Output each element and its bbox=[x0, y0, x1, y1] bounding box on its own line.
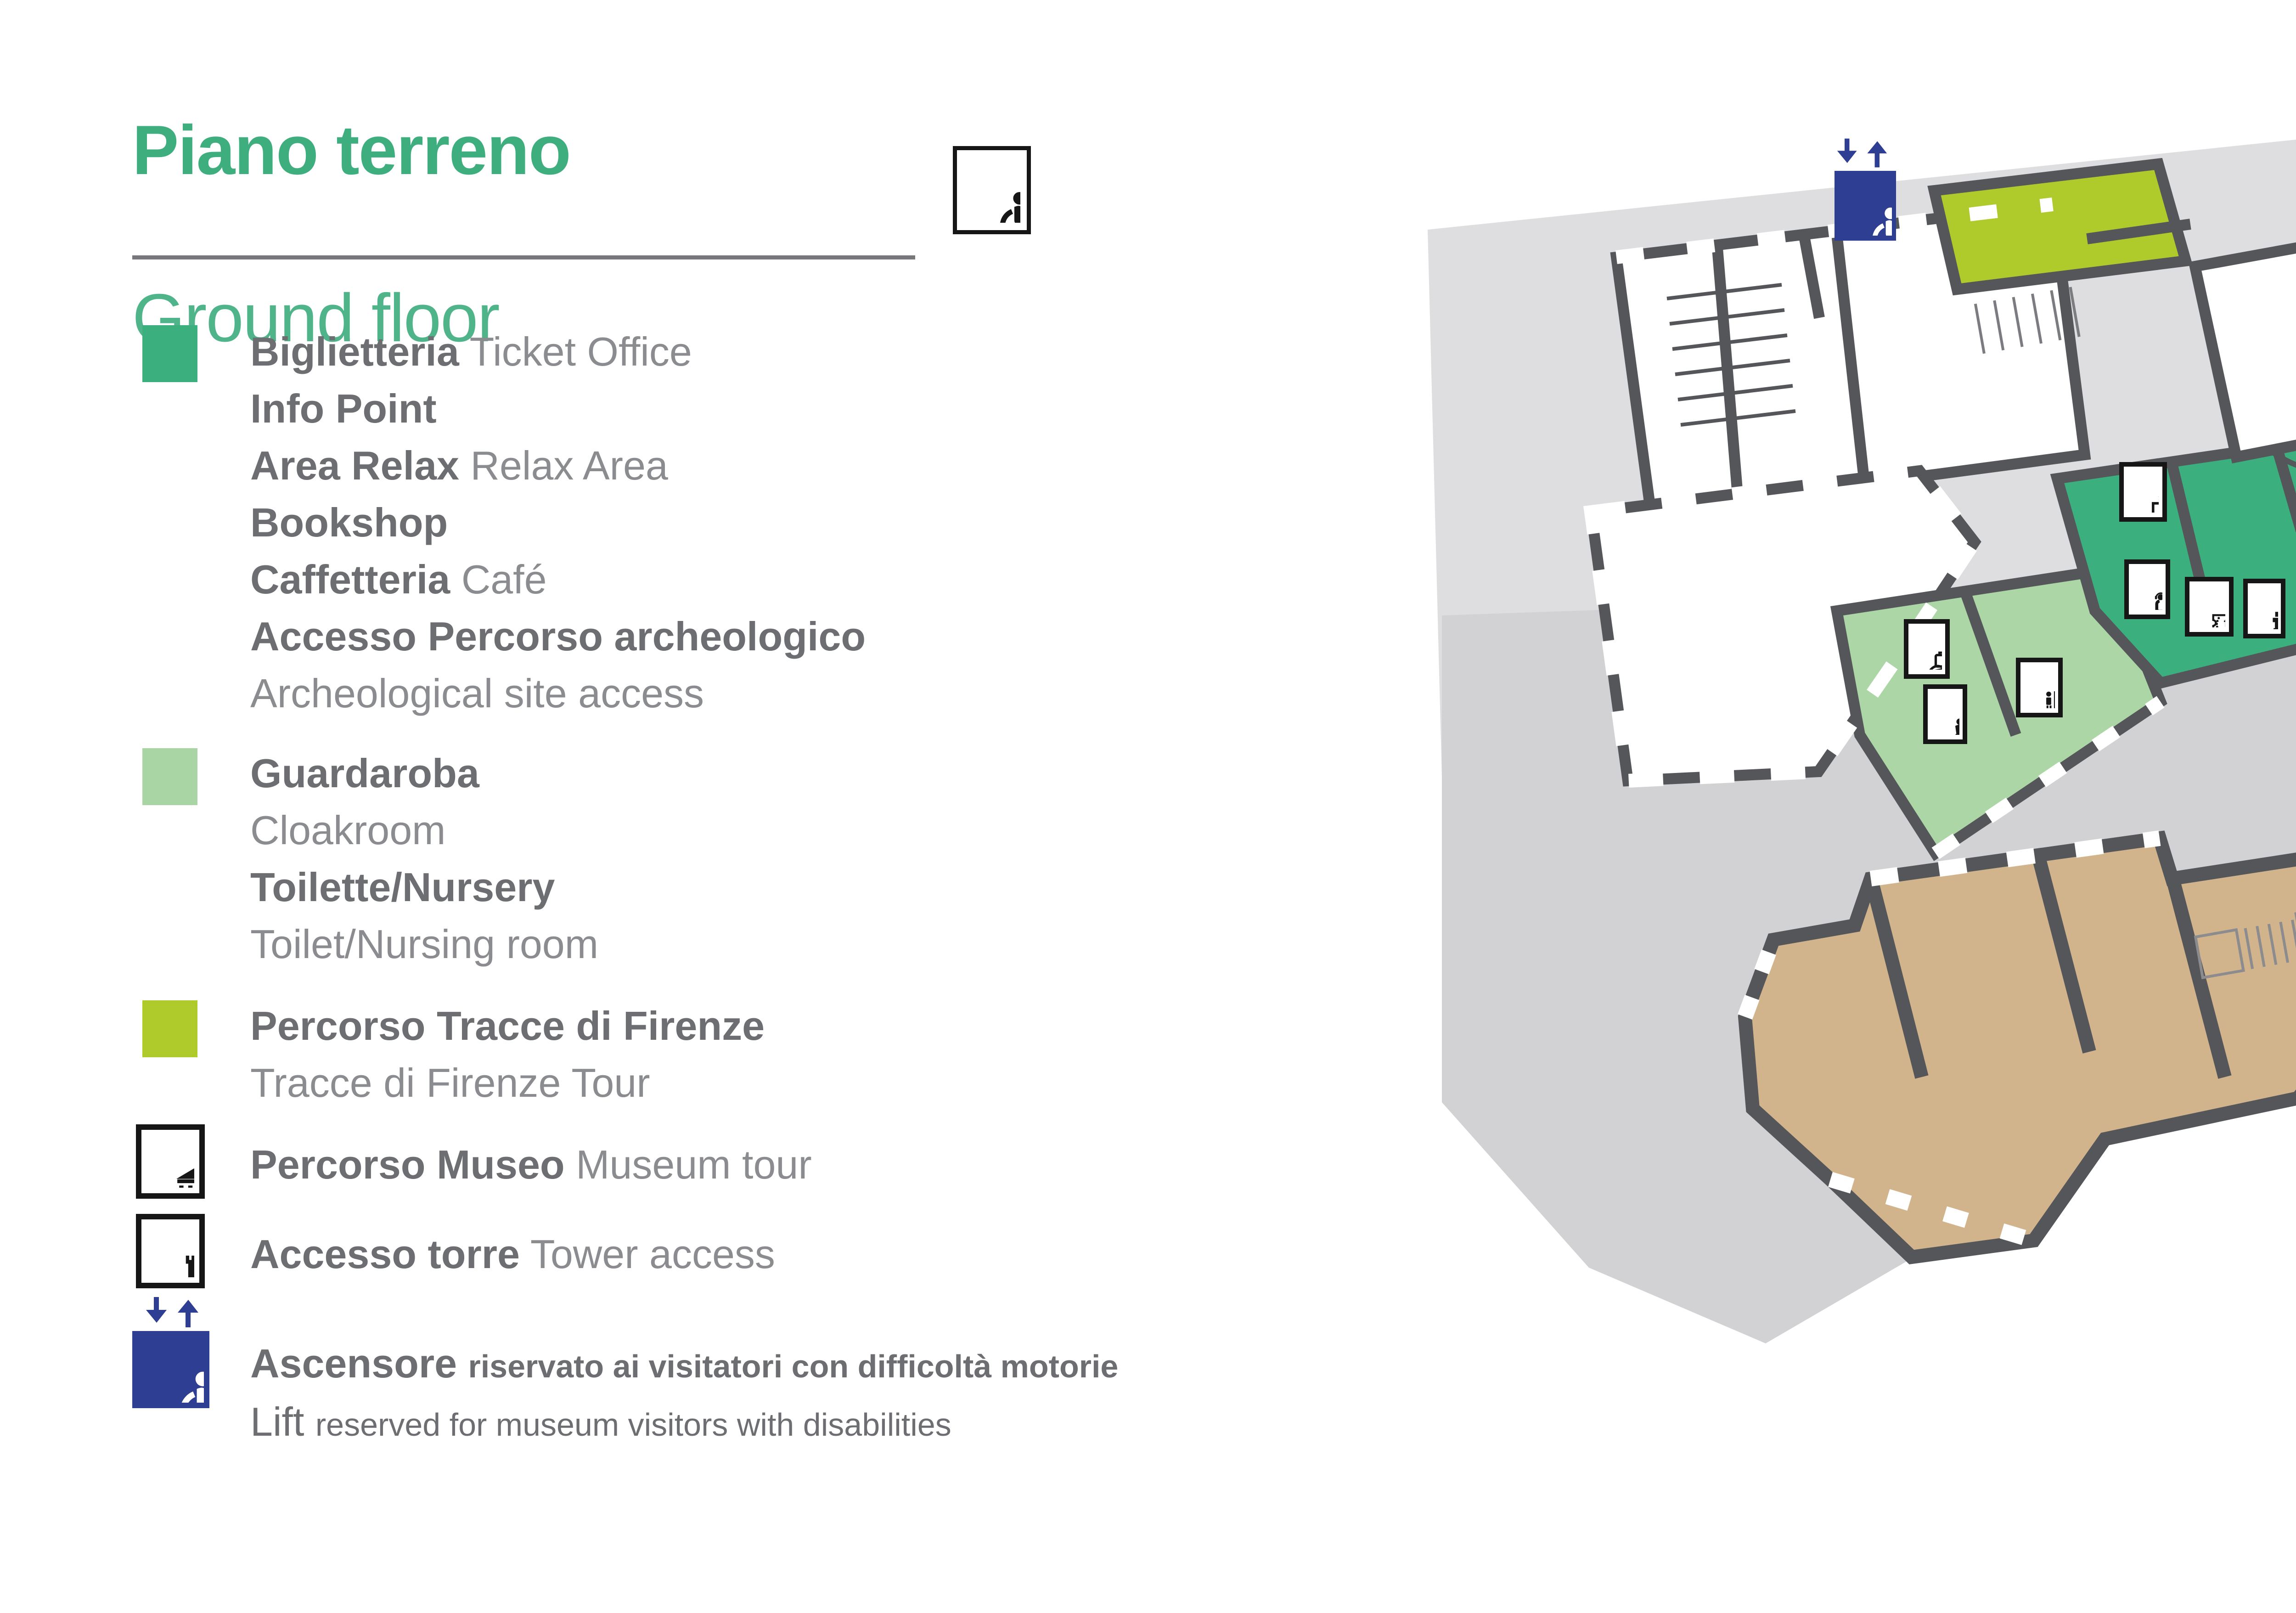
legend-lift-box bbox=[132, 1331, 209, 1408]
stairs-porch bbox=[1974, 287, 2081, 354]
info-point-icon bbox=[2251, 588, 2278, 629]
map-cafe-box bbox=[2119, 462, 2167, 522]
coffee-cup-icon bbox=[2127, 471, 2159, 513]
tower-icon bbox=[146, 1225, 194, 1277]
small-courtyard bbox=[2188, 242, 2296, 464]
wheelchair-icon bbox=[963, 158, 1021, 223]
map-ticket-box bbox=[2185, 577, 2234, 637]
lift-wheelchair-icon bbox=[1839, 176, 1891, 236]
legend-bookshop: Bookshop bbox=[250, 500, 448, 545]
title-divider bbox=[132, 255, 915, 259]
ticket-museum-icon bbox=[2193, 586, 2226, 627]
legend-accesso-torre: Accesso torre bbox=[250, 1231, 520, 1277]
swatch-cloakroom bbox=[142, 748, 197, 805]
legend-tracce-en: Tracce di Firenze Tour bbox=[250, 1060, 650, 1105]
audio-guide-seat-icon bbox=[2132, 569, 2162, 610]
legend-cloakroom-en: Cloakroom bbox=[250, 807, 446, 853]
map-lift-box bbox=[1835, 171, 1896, 241]
legend-tower-box bbox=[136, 1214, 205, 1288]
legend-area-relax: Area Relax bbox=[250, 443, 459, 488]
toilet-icon bbox=[2024, 667, 2054, 708]
map-lift-arrows-icon bbox=[1830, 136, 1894, 171]
map-cloakroom-box bbox=[1904, 619, 1950, 679]
stairs-northwest bbox=[1666, 283, 1796, 427]
legend-ascensore: Ascensore bbox=[250, 1341, 457, 1386]
legend-percorso-museo: Percorso Museo bbox=[250, 1142, 565, 1187]
tracce-di-firenze-room bbox=[1927, 158, 2193, 296]
swatch-ticket-area bbox=[142, 325, 197, 382]
legend-museum-box bbox=[136, 1124, 205, 1199]
legend-toilette: Toilette/Nursery bbox=[250, 864, 555, 910]
baby-icon bbox=[1931, 694, 1959, 735]
swatch-tracce bbox=[142, 1000, 197, 1057]
legend-guardaroba: Guardaroba bbox=[250, 750, 479, 796]
legend-accesso-percorso-en: Archeological site access bbox=[250, 671, 704, 716]
legend-biglietteria: Biglietteria bbox=[250, 329, 459, 374]
map-info-box bbox=[2243, 579, 2285, 638]
suitcase-umbrella-icon bbox=[1912, 628, 1942, 670]
map-audio-guide-box bbox=[2124, 559, 2170, 619]
page-title-italian: Piano terreno bbox=[132, 111, 571, 189]
lift-wheelchair-icon bbox=[138, 1337, 204, 1403]
legend-caffetteria: Caffetteria bbox=[250, 557, 450, 602]
legend-tracce: Percorso Tracce di Firenze bbox=[250, 1003, 765, 1049]
legend-lift-en: Lift bbox=[250, 1399, 304, 1444]
ticket-office-area bbox=[2050, 438, 2296, 689]
map-nursery-box bbox=[1923, 684, 1967, 744]
lift-arrows-icon bbox=[138, 1294, 207, 1331]
legend-toilette-en: Toilet/Nursing room bbox=[250, 921, 599, 967]
legend-accesso-percorso: Accesso Percorso archeologico bbox=[250, 614, 866, 659]
accessible-floor-badge bbox=[953, 146, 1031, 234]
stairs-lower-level bbox=[2194, 907, 2296, 980]
museum-icon bbox=[146, 1135, 194, 1187]
legend-info-point: Info Point bbox=[250, 386, 437, 431]
map-toilet-box bbox=[2016, 658, 2063, 717]
